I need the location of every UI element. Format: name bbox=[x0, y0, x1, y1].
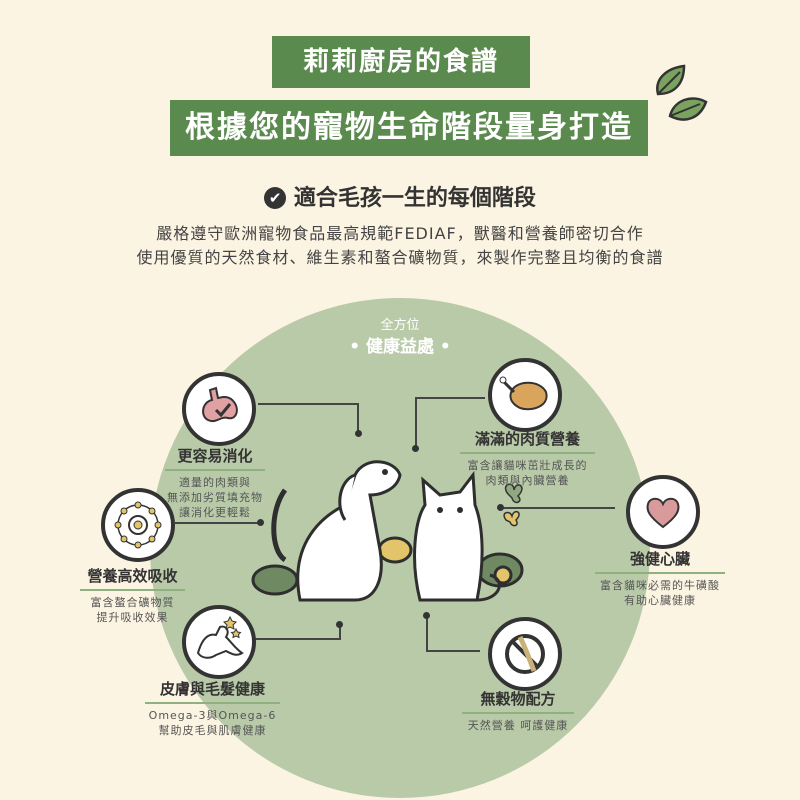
benefit-text: 適量的肉類與 bbox=[179, 476, 251, 489]
connector-line bbox=[500, 507, 615, 509]
benefit-text: 提升吸收效果 bbox=[96, 611, 169, 624]
connector-dot bbox=[423, 612, 430, 619]
heart-icon bbox=[626, 475, 700, 549]
connector-line bbox=[339, 625, 341, 640]
benefit-grain-free: 無穀物配方 天然營養 呵護健康 bbox=[462, 688, 574, 733]
benefit-heart: 強健心臟 富含貓咪必需的牛磺酸 有助心臟健康 bbox=[595, 548, 725, 608]
connector-line bbox=[415, 397, 485, 399]
benefit-text: 富含螯合礦物質 bbox=[90, 596, 175, 609]
benefit-text: Omega-3與Omega-6 bbox=[148, 709, 277, 722]
connector-line bbox=[258, 403, 358, 405]
benefit-text: 肉類與內臟營養 bbox=[485, 474, 570, 487]
benefit-text: 幫助皮毛與肌膚健康 bbox=[158, 724, 267, 737]
benefit-title: 強健心臟 bbox=[595, 548, 725, 574]
check-heading: ✔ 適合毛孩一生的每個階段 bbox=[0, 180, 800, 212]
benefit-title: 無穀物配方 bbox=[462, 688, 574, 714]
description-line: 使用優質的天然食材、維生素和螯合礦物質，來製作完整且均衡的食譜 bbox=[136, 248, 664, 267]
benefit-title: 更容易消化 bbox=[165, 445, 265, 471]
connector-line bbox=[415, 397, 417, 447]
benefit-meat: 滿滿的肉質營養 富含讓貓咪茁壯成長的 肉類與內臟營養 bbox=[460, 428, 595, 488]
circle-heading: • 健康益處 • bbox=[349, 337, 451, 357]
butterfly-icon bbox=[503, 483, 523, 527]
benefit-text: 有助心臟健康 bbox=[624, 594, 696, 607]
benefit-title: 皮膚與毛髮健康 bbox=[145, 678, 280, 704]
connector-line bbox=[357, 403, 359, 433]
benefit-text: 富含貓咪必需的牛磺酸 bbox=[600, 579, 720, 592]
connector-dot bbox=[336, 621, 343, 628]
connector-dot bbox=[497, 504, 504, 511]
connector-line bbox=[426, 650, 480, 652]
benefit-title: 滿滿的肉質營養 bbox=[460, 428, 595, 454]
dog-and-cat-illustration bbox=[251, 460, 524, 602]
connector-line bbox=[426, 615, 428, 651]
benefit-absorption: 營養高效吸收 富含螯合礦物質 提升吸收效果 bbox=[80, 565, 185, 625]
shiny-dog-icon bbox=[182, 605, 256, 679]
description-line: 嚴格遵守歐洲寵物食品最高規範FEDIAF，獸醫和營養師密切合作 bbox=[156, 224, 644, 243]
benefit-text: 天然營養 呵護健康 bbox=[467, 719, 569, 732]
roast-chicken-icon bbox=[488, 358, 562, 432]
benefit-text: 讓消化更輕鬆 bbox=[179, 506, 251, 519]
connector-dot bbox=[412, 445, 419, 452]
nutrient-orbit-icon bbox=[101, 488, 175, 562]
benefit-text: 富含讓貓咪茁壯成長的 bbox=[467, 459, 588, 472]
connector-line bbox=[175, 522, 260, 524]
connector-line bbox=[255, 638, 341, 640]
subtitle-banner: 根據您的寵物生命階段量身打造 bbox=[170, 100, 648, 156]
benefit-text: 無添加劣質填充物 bbox=[167, 491, 263, 504]
title-banner: 莉莉廚房的食譜 bbox=[272, 36, 530, 88]
benefit-digestion: 更容易消化 適量的肉類與 無添加劣質填充物 讓消化更輕鬆 bbox=[165, 445, 265, 520]
check-icon: ✔ bbox=[264, 187, 287, 209]
circle-heading-small: 全方位 bbox=[380, 318, 420, 333]
connector-dot bbox=[355, 430, 362, 437]
no-grain-icon bbox=[488, 617, 562, 691]
connector-dot bbox=[257, 519, 264, 526]
benefit-skin-coat: 皮膚與毛髮健康 Omega-3與Omega-6 幫助皮毛與肌膚健康 bbox=[145, 678, 280, 738]
leaves-icon bbox=[656, 64, 708, 121]
benefit-title: 營養高效吸收 bbox=[80, 565, 185, 591]
stomach-icon bbox=[182, 372, 256, 446]
